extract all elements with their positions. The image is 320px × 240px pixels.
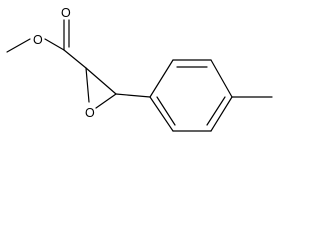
ring-bond-3 <box>210 59 233 98</box>
ring-bond-4 <box>210 96 233 132</box>
ester-oxygen-label: O <box>33 33 43 47</box>
structure-diagram: O O O <box>6 6 273 132</box>
ring-bond-6 <box>149 96 174 132</box>
epoxide-cc-bond <box>85 67 117 95</box>
ring-inner-double-2 <box>206 96 226 126</box>
carbonyl-c-epoxide-c-bond <box>63 49 87 69</box>
epoxide-c1-o-bond <box>85 67 90 103</box>
carbonyl-oxygen-label: O <box>61 6 71 20</box>
epoxide-c2-o-bond <box>95 93 117 109</box>
ring-inner-double-3 <box>156 96 176 126</box>
methyl-bond <box>6 38 31 53</box>
epoxide-oxygen-label: O <box>85 106 95 120</box>
epoxide-aryl-bond <box>115 93 151 98</box>
ester-o-carbonyl-c-bond <box>44 38 65 51</box>
ring-bond-1 <box>149 59 174 98</box>
